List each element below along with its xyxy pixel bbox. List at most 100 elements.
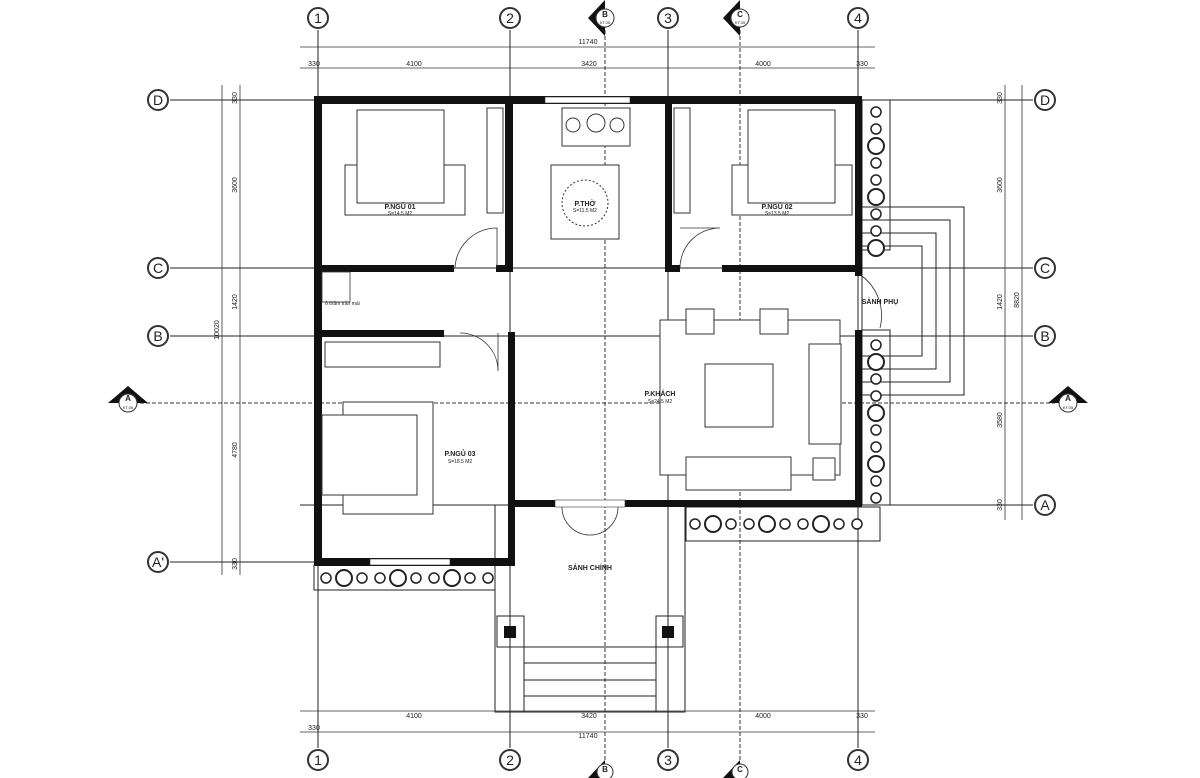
svg-text:KT.05: KT.05 bbox=[123, 405, 134, 410]
room-name-bedroom1: P.NGỦ 01 bbox=[385, 202, 416, 211]
svg-text:C: C bbox=[153, 260, 163, 276]
plant-icon bbox=[374, 572, 386, 584]
svg-text:C: C bbox=[737, 10, 743, 19]
svg-text:A: A bbox=[125, 394, 131, 403]
dim-top-seg: 4000 bbox=[755, 61, 771, 68]
plant-icon bbox=[867, 353, 885, 371]
plant-icon bbox=[464, 572, 476, 584]
plant-icon bbox=[320, 572, 332, 584]
grid-bubble-B-right: B bbox=[1034, 325, 1056, 347]
dim-right-total: 8820 bbox=[1014, 292, 1021, 308]
svg-text:1: 1 bbox=[314, 10, 322, 26]
svg-text:KT.05: KT.05 bbox=[1063, 405, 1074, 410]
svg-text:B: B bbox=[602, 10, 608, 19]
section-marker-B-bottom: B bbox=[588, 760, 614, 778]
plant-icon bbox=[870, 492, 882, 504]
grid-bubble-2-bottom: 2 bbox=[499, 749, 521, 771]
svg-text:1: 1 bbox=[314, 752, 322, 768]
svg-text:D: D bbox=[153, 92, 163, 108]
section-marker-C-bottom: C bbox=[723, 760, 749, 778]
dim-top-seg: 330 bbox=[308, 61, 320, 68]
dim-left-seg: 1420 bbox=[232, 294, 239, 310]
plant-icon bbox=[867, 137, 885, 155]
plant-icon bbox=[743, 518, 755, 530]
plant-icon bbox=[867, 188, 885, 206]
wardrobe-icon bbox=[486, 107, 504, 214]
altar-icon bbox=[550, 107, 631, 240]
plant-icon bbox=[867, 455, 885, 473]
dim-right-seg: 3600 bbox=[997, 177, 1004, 193]
room-name-main-hall: SẢNH CHÍNH bbox=[568, 563, 612, 572]
plant-icon bbox=[356, 572, 368, 584]
plant-icon bbox=[870, 225, 882, 237]
dimension-lines bbox=[221, 46, 1023, 733]
plant-icon bbox=[870, 208, 882, 220]
svg-text:KT.05: KT.05 bbox=[735, 20, 746, 25]
dim-left-seg: 330 bbox=[232, 92, 239, 104]
svg-text:B: B bbox=[153, 328, 162, 344]
dim-top-seg: 4100 bbox=[406, 61, 422, 68]
room-name-bedroom3: P.NGỦ 03 bbox=[445, 449, 476, 458]
plant-icons bbox=[320, 106, 885, 587]
room-area-bedroom3: S=18.5 M2 bbox=[448, 459, 473, 465]
room-area-living: S=24.5 M2 bbox=[648, 399, 673, 405]
room-area-bedroom1: S=14.5 M2 bbox=[388, 211, 413, 217]
plant-icon bbox=[870, 475, 882, 487]
room-name-bedroom2: P.NGỦ 02 bbox=[762, 202, 793, 211]
dim-left-seg: 330 bbox=[232, 558, 239, 570]
dim-bottom-seg: 3420 bbox=[581, 713, 597, 720]
section-marker-C-top: CKT.05 bbox=[723, 0, 750, 36]
wardrobe-icon bbox=[324, 341, 441, 368]
grid-bubble-3-bottom: 3 bbox=[657, 749, 679, 771]
section-marker-B-top: BKT.05 bbox=[588, 0, 615, 36]
grid-bubble-1-bottom: 1 bbox=[307, 749, 329, 771]
plant-icon bbox=[797, 518, 809, 530]
dim-left-total: 10020 bbox=[214, 320, 221, 340]
walls bbox=[314, 96, 862, 566]
svg-text:A: A bbox=[1065, 394, 1071, 403]
plant-icon bbox=[870, 424, 882, 436]
dim-bottom-seg: 4100 bbox=[406, 713, 422, 720]
plant-icon bbox=[870, 390, 882, 402]
plant-icon bbox=[870, 373, 882, 385]
plant-icon bbox=[725, 518, 737, 530]
dim-bottom-seg: 330 bbox=[856, 713, 868, 720]
plant-icon bbox=[870, 106, 882, 118]
plant-icon bbox=[812, 515, 830, 533]
plant-icon bbox=[779, 518, 791, 530]
section-marker-A-left: A KT.05 bbox=[108, 386, 148, 413]
grid-bubble-4-bottom: 4 bbox=[847, 749, 869, 771]
dim-right-seg: 330 bbox=[997, 92, 1004, 104]
grid-bubble-A-prime-left: A' bbox=[147, 551, 169, 573]
attic-hatch-label: ô thăm trần mái bbox=[325, 301, 360, 307]
plant-icon bbox=[443, 569, 461, 587]
plant-icon bbox=[870, 123, 882, 135]
dim-top-total: 11740 bbox=[579, 39, 598, 46]
room-name-altar: P.THỜ bbox=[574, 199, 595, 208]
plant-icon bbox=[335, 569, 353, 587]
section-markers: AKT.05 AKT.05 BKT.05 CKT.05 B C bbox=[108, 0, 1088, 778]
plant-icon bbox=[867, 239, 885, 257]
dim-left-seg: 4780 bbox=[232, 442, 239, 458]
furniture bbox=[321, 107, 882, 536]
plant-icon bbox=[867, 404, 885, 422]
dim-right-seg: 1420 bbox=[997, 294, 1004, 310]
room-name-side-hall: SẢNH PHỤ bbox=[862, 297, 899, 306]
porch bbox=[494, 504, 686, 713]
plant-icon bbox=[851, 518, 863, 530]
plant-icon bbox=[833, 518, 845, 530]
room-labels: P.NGỦ 01 S=14.5 M2 P.THỜ S=11.5 M2 P.NGỦ… bbox=[321, 199, 899, 572]
svg-text:C: C bbox=[1040, 260, 1050, 276]
living-set-icon bbox=[659, 308, 842, 491]
plant-icon bbox=[428, 572, 440, 584]
side-stairs bbox=[861, 206, 965, 396]
door-icons bbox=[454, 227, 882, 536]
plant-icon bbox=[870, 157, 882, 169]
dim-left-seg: 3600 bbox=[232, 177, 239, 193]
plant-icon bbox=[410, 572, 422, 584]
bed-icon bbox=[731, 109, 853, 216]
dim-bottom-seg: 330 bbox=[308, 725, 320, 732]
svg-text:KT.05: KT.05 bbox=[600, 20, 611, 25]
planters bbox=[313, 99, 891, 591]
